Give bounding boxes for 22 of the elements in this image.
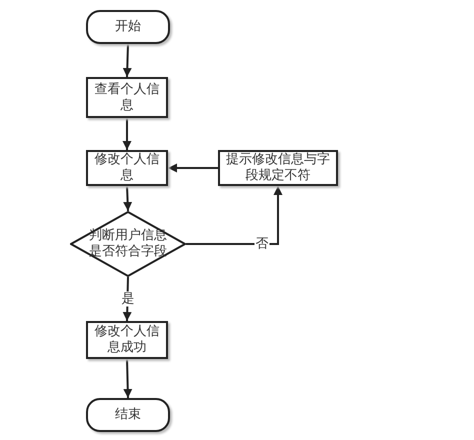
node-label: 提示修改信息与字段规定不符	[225, 152, 331, 184]
node-label: 修改个人信息成功	[94, 324, 160, 356]
arrow	[122, 44, 132, 78]
arrow	[123, 358, 132, 398]
node-label: 修改个人信息	[94, 152, 160, 184]
node-label: 查看个人信息	[94, 82, 160, 114]
process-box	[218, 150, 338, 186]
terminal-box	[86, 10, 170, 44]
process-box	[86, 321, 168, 359]
edge-label: 是	[120, 292, 136, 306]
arrow	[168, 164, 218, 172]
terminal-box	[86, 398, 170, 432]
arrow	[186, 186, 282, 245]
process-box	[86, 77, 168, 118]
node-label: 结束	[115, 407, 141, 423]
process-box	[86, 150, 168, 186]
arrow	[123, 186, 132, 212]
arrow	[122, 118, 132, 150]
node-label: 开始	[115, 19, 141, 35]
edge-label: 否	[254, 236, 270, 252]
node-label: 判断用户信息是否符合字段	[88, 228, 168, 260]
decision-diamond	[70, 211, 186, 277]
